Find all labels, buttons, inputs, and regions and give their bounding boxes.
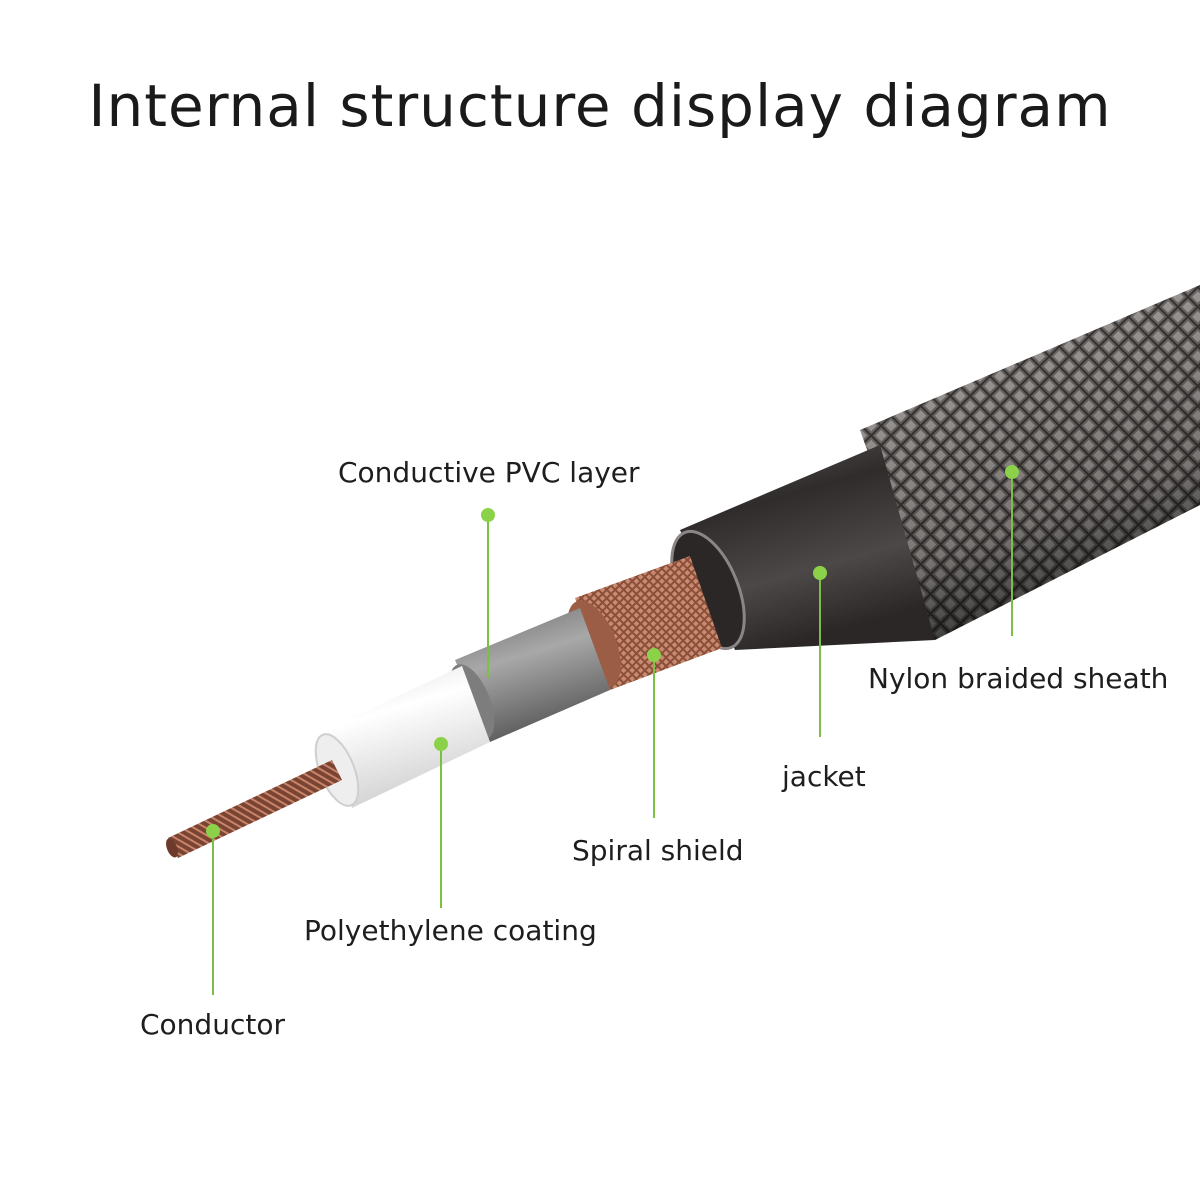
leader-lines xyxy=(206,465,1019,995)
label-polyethylene-coating: Polyethylene coating xyxy=(304,914,597,947)
leader-dot-conductor xyxy=(206,824,220,838)
page-title: Internal structure display diagram xyxy=(88,72,1112,140)
leader-dot-jacket xyxy=(813,566,827,580)
polyethylene-coating-shape xyxy=(314,666,490,808)
label-spiral-shield: Spiral shield xyxy=(572,834,744,867)
leader-dot-nylon xyxy=(1005,465,1019,479)
label-jacket: jacket xyxy=(782,760,866,793)
nylon-braided-sheath-shape xyxy=(860,285,1200,640)
leader-dot-spiral xyxy=(647,648,661,662)
label-nylon-braided-sheath: Nylon braided sheath xyxy=(868,662,1169,695)
label-conductor: Conductor xyxy=(140,1008,285,1041)
leader-dot-pvc xyxy=(481,508,495,522)
conductor-shape xyxy=(166,760,342,858)
leader-dot-poly xyxy=(434,737,448,751)
label-conductive-pvc-layer: Conductive PVC layer xyxy=(338,456,640,489)
